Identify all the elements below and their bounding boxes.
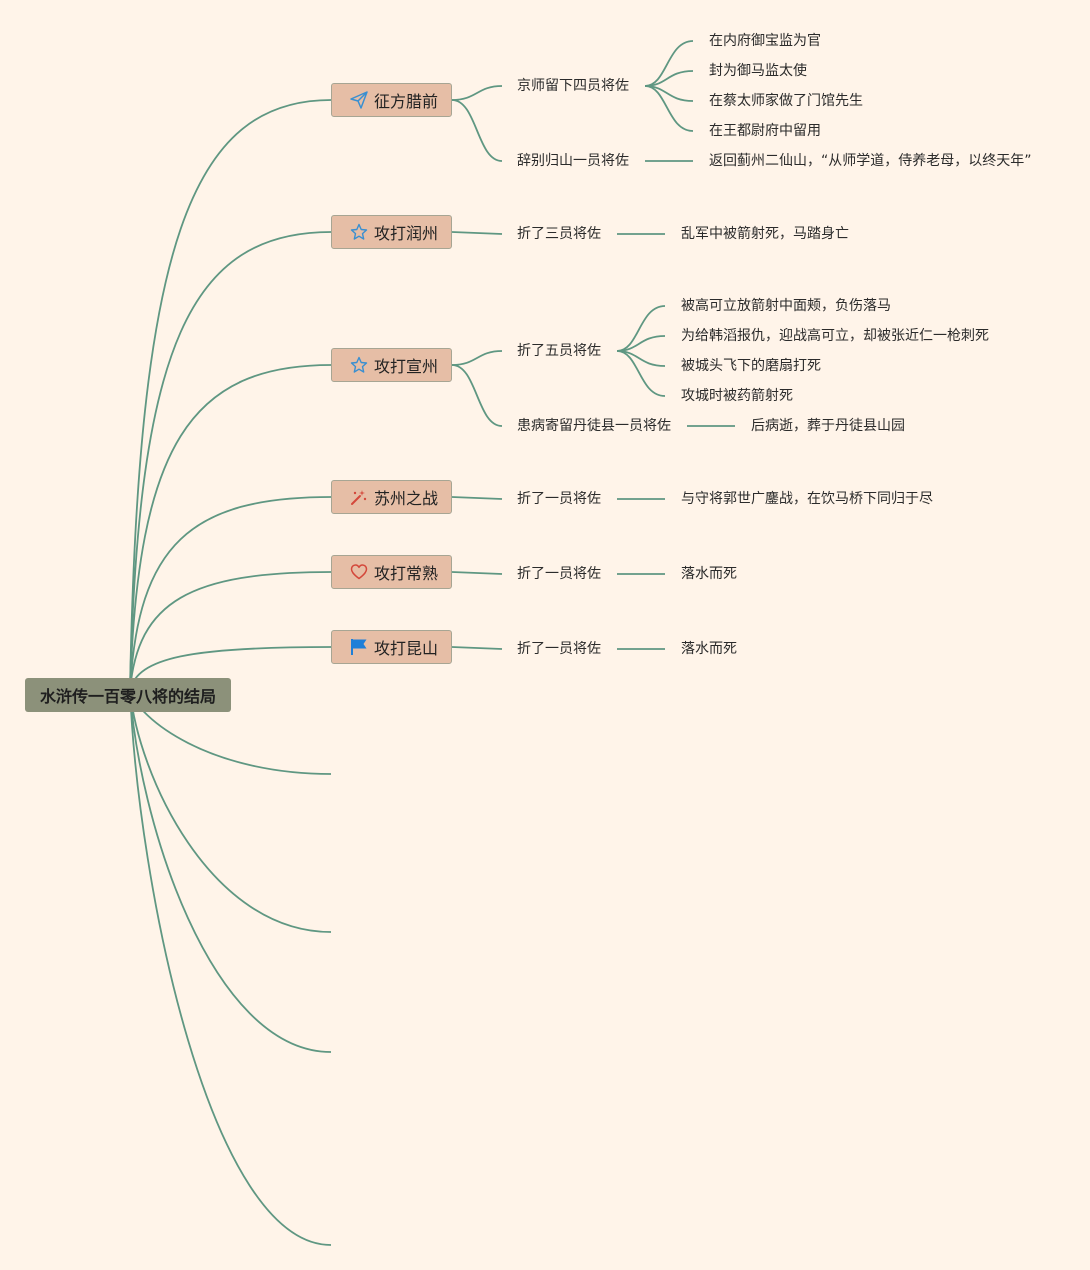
topic-0-sub-1-link [451,99,503,162]
root-link-empty-1 [129,689,332,933]
topic-3-sub-0-leaf-0[interactable]: 与守将郭世广鏖战，在饮马桥下同归于尽 [681,491,933,507]
magic-wand-icon [350,488,368,506]
topic-5-sub-0-leaf-0[interactable]: 落水而死 [681,641,737,657]
topic-2-sub-1-link [451,364,503,427]
topic-2-sub-1[interactable]: 患病寄留丹徒县一员将佐 [517,418,671,434]
paper-plane-icon [350,91,368,109]
topic-0-sub-0-leaf-3-link [644,85,694,132]
root-link-2 [129,364,332,691]
flag-icon [350,638,368,656]
topic-0-sub-0-leaf-3[interactable]: 在王都尉府中留用 [709,123,821,139]
topic-1-sub-0[interactable]: 折了三员将佐 [517,226,601,242]
topic-4-sub-0-leaf-0[interactable]: 落水而死 [681,566,737,582]
topic-2-sub-0-leaf-2[interactable]: 被城头飞下的磨扇打死 [681,358,821,374]
topic-5-label: 攻打昆山 [374,639,439,658]
root-topic[interactable]: 水浒传一百零八将的结局 [25,678,231,712]
topic-0-sub-0[interactable]: 京师留下四员将佐 [517,78,629,94]
topic-5-sub-0[interactable]: 折了一员将佐 [517,641,601,657]
topic-0-sub-1-leaf-0[interactable]: 返回蓟州二仙山，“从师学道，侍养老母，以终天年” [709,153,1032,169]
root-link-3 [129,496,332,691]
topic-2[interactable]: 攻打宣州 [331,348,452,382]
topic-0-sub-1[interactable]: 辞别归山一员将佐 [517,153,629,169]
topic-3[interactable]: 苏州之战 [331,480,452,514]
root-link-4 [129,571,332,691]
topic-2-sub-0-leaf-0[interactable]: 被高可立放箭射中面颊，负伤落马 [681,298,891,314]
root-link-1 [129,231,332,691]
topic-0-sub-0-leaf-1[interactable]: 封为御马监太使 [709,63,807,79]
root-link-0 [129,99,332,691]
topic-2-sub-0-leaf-3[interactable]: 攻城时被药箭射死 [681,388,793,404]
topic-0-sub-0-leaf-0-link [644,40,694,87]
star-icon [350,356,368,374]
topic-4-label: 攻打常熟 [374,564,439,583]
root-link-empty-3 [129,689,332,1246]
topic-0-label: 征方腊前 [374,92,439,111]
root-link-empty-2 [129,689,332,1053]
topic-4[interactable]: 攻打常熟 [331,555,452,589]
topic-5[interactable]: 攻打昆山 [331,630,452,664]
topic-2-sub-0-leaf-1[interactable]: 为给韩滔报仇，迎战高可立，却被张近仁一枪刺死 [681,328,989,344]
topic-1-sub-0-leaf-0[interactable]: 乱军中被箭射死，马踏身亡 [681,226,849,242]
topic-0[interactable]: 征方腊前 [331,83,452,117]
star-icon [350,223,368,241]
topic-1[interactable]: 攻打润州 [331,215,452,249]
topic-3-sub-0-link [451,496,503,500]
topic-2-sub-1-leaf-0[interactable]: 后病逝，葬于丹徒县山园 [751,418,905,434]
topic-2-label: 攻打宣州 [374,357,439,376]
root-topic-label: 水浒传一百零八将的结局 [39,687,216,706]
topic-2-sub-0[interactable]: 折了五员将佐 [517,343,601,359]
heart-icon [350,563,368,581]
topic-5-sub-0-link [451,646,503,650]
topic-4-sub-0-link [451,571,503,575]
topic-4-sub-0[interactable]: 折了一员将佐 [517,566,601,582]
topic-1-label: 攻打润州 [374,224,439,243]
topic-2-sub-0-leaf-3-link [616,350,666,397]
topic-1-sub-0-link [451,231,503,235]
topic-0-sub-0-leaf-0[interactable]: 在内府御宝监为官 [709,33,821,49]
topic-2-sub-0-leaf-0-link [616,305,666,352]
topic-3-label: 苏州之战 [374,489,439,508]
topic-0-sub-0-leaf-2[interactable]: 在蔡太师家做了门馆先生 [709,93,863,109]
topic-0-sub-0-link [451,85,503,101]
topic-3-sub-0[interactable]: 折了一员将佐 [517,491,601,507]
topic-2-sub-0-link [451,350,503,366]
